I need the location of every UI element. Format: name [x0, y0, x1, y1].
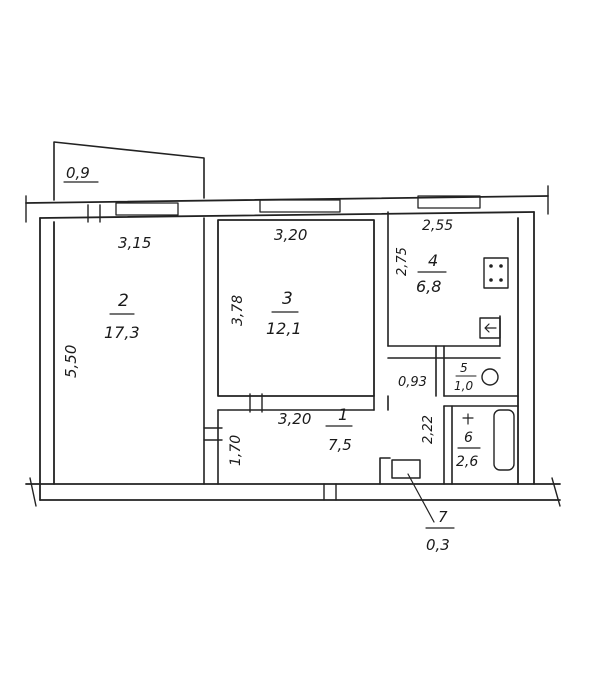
toilet-icon — [481, 368, 499, 386]
room-labels: 0,9 2 17,3 3 12,1 4 6,8 1 7,5 5 1,0 6 2,… — [63, 164, 481, 554]
room-3-area: 12,1 — [266, 319, 302, 338]
balcony — [53, 141, 205, 201]
wall-breaks — [87, 204, 337, 501]
room-7-number: 7 — [438, 508, 448, 526]
wc-walls — [387, 345, 519, 397]
bath-height: 2,22 — [421, 415, 436, 444]
closet-walls — [391, 459, 435, 523]
room-4-width: 2,55 — [422, 218, 453, 234]
windows — [115, 195, 481, 216]
outer-walls — [25, 185, 561, 507]
dimension-labels: 3,15 5,50 3,20 3,78 2,55 2,75 3,20 1,70 … — [62, 218, 453, 466]
wc-width: 0,93 — [398, 375, 427, 390]
room-4-number: 4 — [428, 251, 438, 270]
balcony-area: 0,9 — [66, 164, 90, 182]
stove-icon — [483, 257, 509, 289]
hall-walls — [203, 393, 391, 485]
room-6-area: 2,6 — [456, 454, 478, 470]
hall-height: 1,70 — [228, 435, 244, 466]
room-2-width: 3,15 — [118, 234, 151, 252]
room-1-area: 7,5 — [328, 436, 352, 454]
sink-icon — [479, 317, 501, 339]
room-1-number: 1 — [338, 405, 348, 424]
bathtub-icon — [493, 409, 515, 471]
room-5-number: 5 — [460, 361, 468, 375]
room-3-number: 3 — [282, 289, 293, 309]
room-4-area: 6,8 — [416, 277, 441, 296]
bathroom-walls — [443, 405, 519, 485]
hall-width: 3,20 — [278, 410, 311, 428]
room-5-area: 1,0 — [454, 379, 473, 393]
room-3-height: 3,78 — [230, 295, 246, 326]
room-2-number: 2 — [118, 291, 129, 311]
room-3-width: 3,20 — [274, 226, 307, 244]
room-7-area: 0,3 — [426, 536, 450, 554]
room-6-number: 6 — [464, 430, 473, 446]
room-2-area: 17,3 — [104, 323, 140, 342]
room-4-height: 2,75 — [395, 247, 410, 276]
room-2-height: 5,50 — [62, 345, 80, 378]
